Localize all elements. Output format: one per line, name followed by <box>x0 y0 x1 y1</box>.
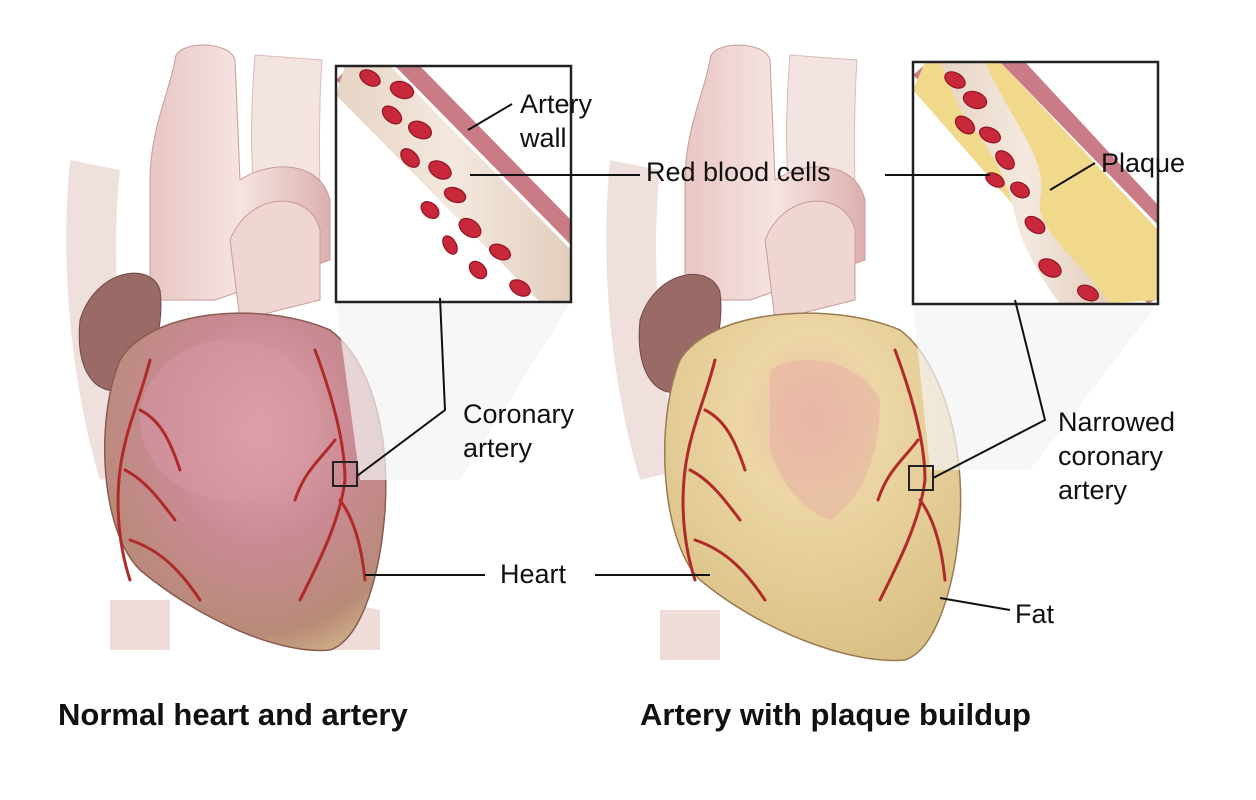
narrowed-label-line2: coronary <box>1058 440 1164 471</box>
coronary-artery-label-line2: artery <box>463 432 533 463</box>
plaque-label: Plaque <box>1101 148 1186 178</box>
coronary-artery-label: Coronary artery <box>463 398 574 466</box>
normal-heart-title: Normal heart and artery <box>58 697 408 732</box>
artery-wall-label-line1: Artery <box>520 89 593 119</box>
normal-heart-illustration <box>66 44 387 652</box>
narrowed-label-line1: Narrowed <box>1058 407 1176 437</box>
normal-artery-magnified <box>332 64 573 487</box>
artery-wall-label-line2: wall <box>520 122 567 153</box>
red-blood-cells-label: Red blood cells <box>646 157 831 187</box>
plaque-artery-magnified <box>908 60 1160 491</box>
narrowed-label-line3: artery <box>1058 474 1128 505</box>
narrowed-coronary-artery-label: Narrowed coronary artery <box>1058 406 1175 507</box>
fat-label: Fat <box>1015 599 1055 629</box>
plaque-buildup-title: Artery with plaque buildup <box>640 697 1031 732</box>
artery-wall-label: Artery wall <box>520 88 592 156</box>
coronary-artery-label-line1: Coronary <box>463 399 575 429</box>
heart-label: Heart <box>500 559 567 589</box>
fatty-heart-illustration <box>606 44 962 662</box>
leader-lines <box>356 103 1096 611</box>
